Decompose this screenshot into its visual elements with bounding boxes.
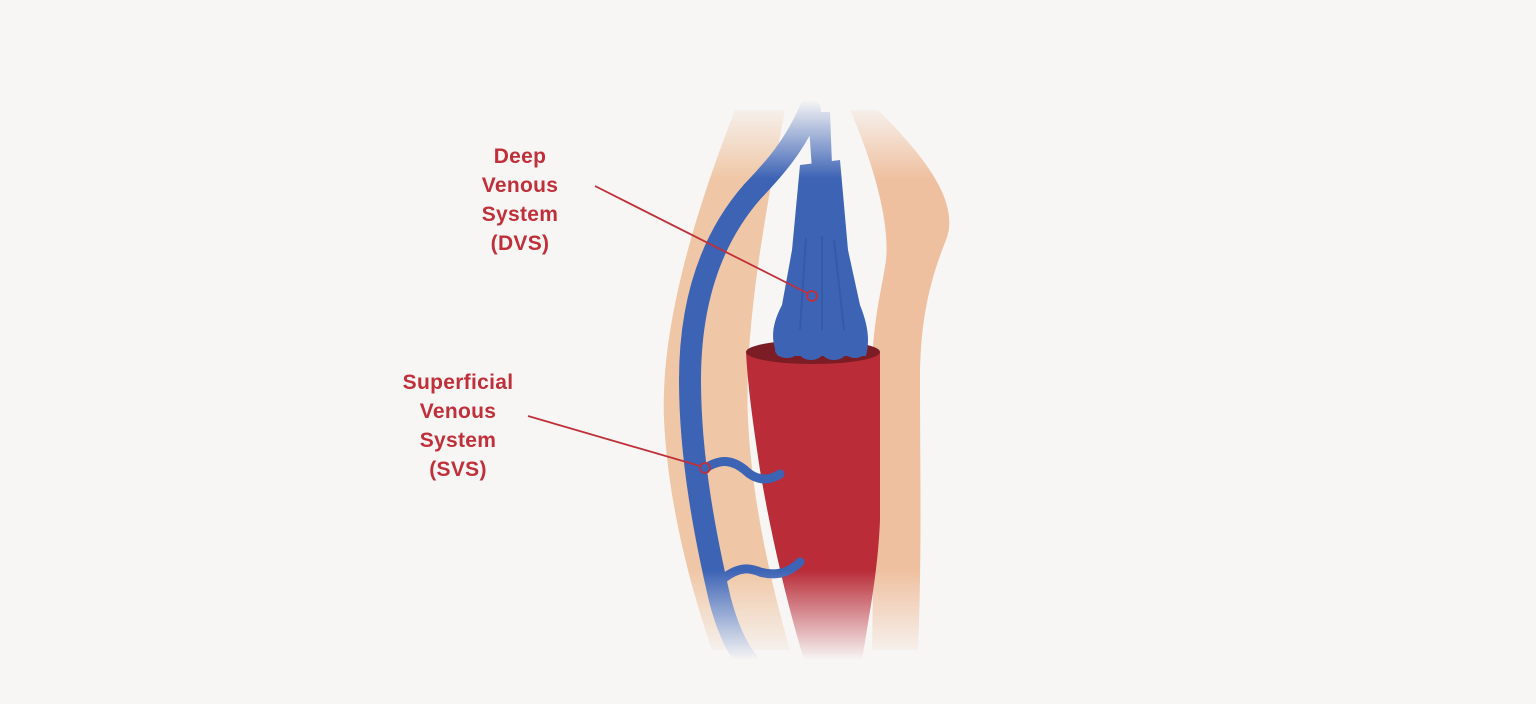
superficial-vein bbox=[678, 99, 821, 673]
deep-vein-end-1 bbox=[775, 342, 799, 358]
artery bbox=[746, 352, 880, 660]
deep-vein-branches bbox=[773, 160, 868, 356]
svs-marker bbox=[699, 462, 711, 474]
superficial-venous-system-label: Superficial Venous System (SVS) bbox=[402, 371, 514, 481]
dvs-marker bbox=[806, 290, 818, 302]
perforator-vein-upper bbox=[695, 457, 785, 484]
perforator-vein-lower bbox=[719, 557, 805, 583]
dvs-leader-line bbox=[594, 185, 810, 295]
deep-vein-trunk bbox=[808, 112, 832, 170]
deep-vein-branch-separators bbox=[799, 236, 845, 331]
svs-leader-line bbox=[527, 415, 701, 467]
deep-vein-end-3 bbox=[822, 344, 846, 360]
deep-vein-end-4 bbox=[844, 342, 866, 358]
deep-venous-system-label: Deep Venous System (DVS) bbox=[481, 145, 559, 255]
deep-vein-end-2 bbox=[799, 344, 823, 360]
